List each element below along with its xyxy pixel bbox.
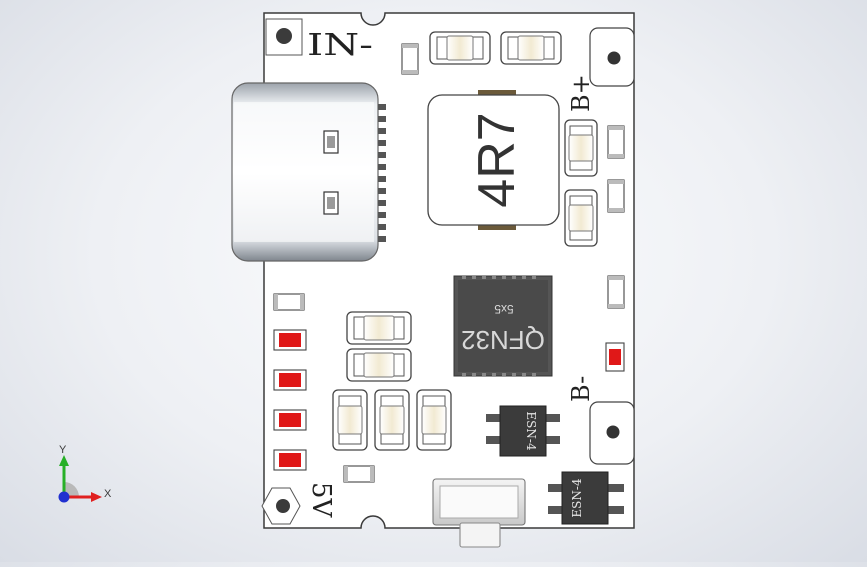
slide-switch[interactable] <box>432 478 526 548</box>
resistor-top[interactable] <box>401 43 419 75</box>
resistor-bottom[interactable] <box>343 465 375 483</box>
label-b-minus: B- <box>567 376 595 402</box>
y-axis-label: Y <box>59 444 67 456</box>
label-in-minus: IN- <box>307 28 373 63</box>
esn4-component-top[interactable]: ESN-4 <box>486 405 560 457</box>
capacitor-mid-2[interactable] <box>346 348 412 382</box>
label-5v: 5V <box>306 482 336 519</box>
pad-b-minus <box>589 401 635 465</box>
y-axis-arrow-icon <box>59 455 69 466</box>
mount-hole-top-left <box>265 18 303 56</box>
capacitor-right-2[interactable] <box>564 189 598 247</box>
resistor-right-1[interactable] <box>607 125 625 159</box>
qfn32-size-marking: 5x5 <box>494 302 514 316</box>
capacitor-bottom-1[interactable] <box>332 389 368 451</box>
capacitor-top-1[interactable] <box>429 31 491 65</box>
capacitor-bottom-2[interactable] <box>374 389 410 451</box>
led-4[interactable] <box>273 449 307 471</box>
resistor-right-3[interactable] <box>607 275 625 309</box>
qfn32-marking: QFN32 <box>461 325 545 355</box>
capacitor-bottom-3[interactable] <box>416 389 452 451</box>
esn4-component-bottom[interactable]: ESN-4 <box>548 471 624 525</box>
x-axis-arrow-icon <box>91 492 102 502</box>
x-axis-label: X <box>104 488 112 500</box>
inductor-4r7[interactable]: 4R7 <box>427 90 560 230</box>
pad-b-plus <box>589 27 635 87</box>
led-2[interactable] <box>273 369 307 391</box>
capacitor-mid-1[interactable] <box>346 311 412 345</box>
resistor-left[interactable] <box>273 293 305 311</box>
usb-c-pins <box>378 104 386 242</box>
led-1[interactable] <box>273 329 307 351</box>
led-3[interactable] <box>273 409 307 431</box>
capacitor-right-1[interactable] <box>564 119 598 177</box>
esn4-bottom-marking: ESN-4 <box>570 478 584 518</box>
inductor-marking: 4R7 <box>468 112 526 207</box>
capacitor-top-2[interactable] <box>500 31 562 65</box>
esn4-top-marking: ESN-4 <box>524 411 538 451</box>
qfn32-chip[interactable]: QFN32 5x5 <box>453 275 553 377</box>
resistor-red[interactable] <box>605 342 625 372</box>
z-axis-dot-icon <box>58 491 70 503</box>
coordinate-triad: Y X <box>58 444 112 503</box>
resistor-right-2[interactable] <box>607 179 625 213</box>
pad-5v <box>261 487 301 525</box>
usb-c-connector[interactable] <box>231 82 386 262</box>
label-b-plus: B+ <box>567 74 595 112</box>
